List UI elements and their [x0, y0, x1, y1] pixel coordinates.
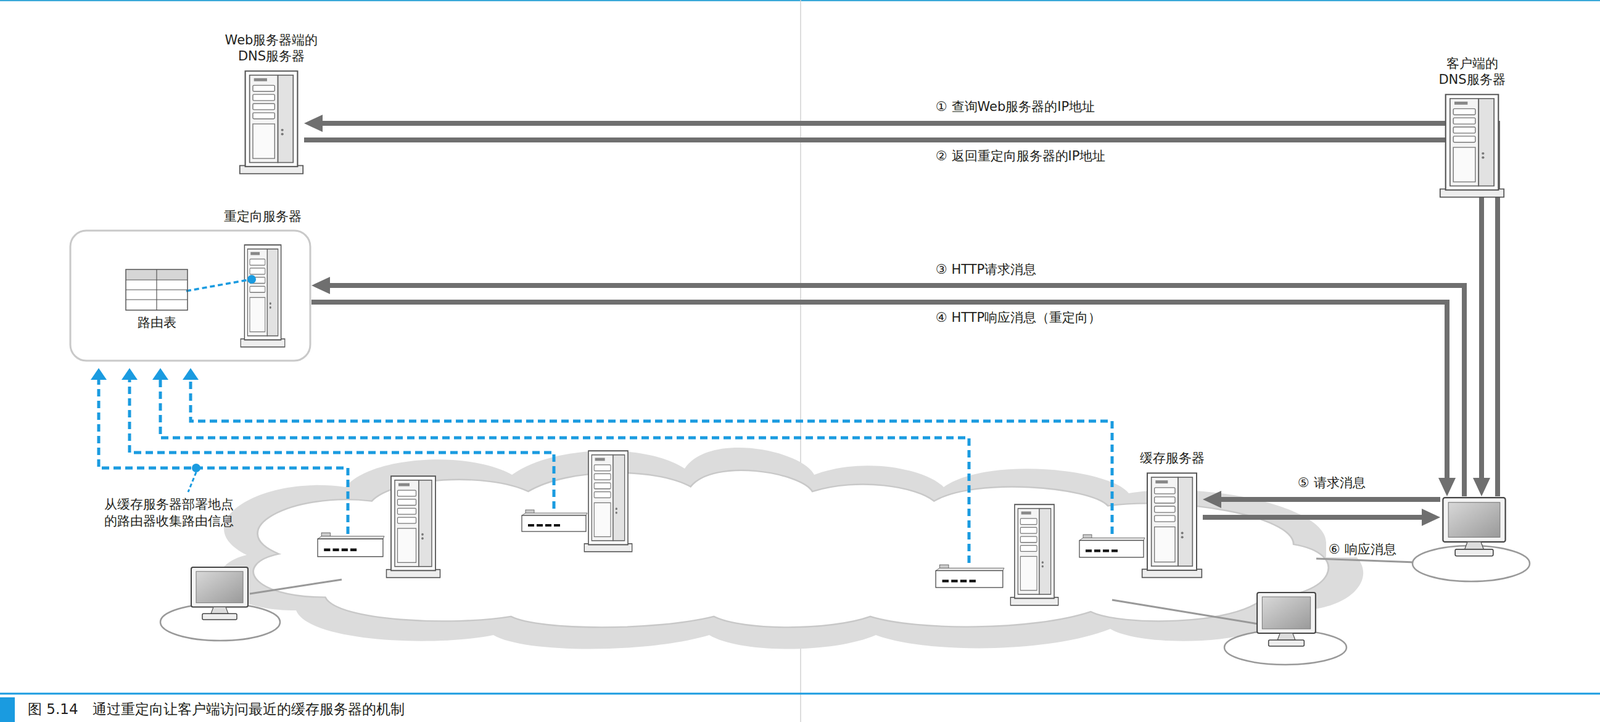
- arrow-head: [1202, 490, 1222, 509]
- node-label: 缓存服务器: [1139, 450, 1205, 467]
- arrow-head: [1438, 478, 1456, 497]
- redirect-server-box: 重定向服务器路由表: [69, 229, 312, 363]
- flow-arrow: [311, 302, 1456, 497]
- node-label: 路由表: [122, 314, 192, 331]
- edge-label: ① 查询Web服务器的IP地址: [933, 98, 1098, 115]
- arrow-line: [311, 302, 1448, 482]
- flow-arrow: [311, 276, 1465, 497]
- dns-server: 客户端的 DNS服务器: [1439, 92, 1506, 200]
- flow-arrow: [304, 114, 1498, 497]
- edge-label: ⑥ 响应消息: [1326, 541, 1399, 558]
- routing-table: 路由表: [122, 268, 192, 331]
- arrow-line: [304, 140, 1482, 482]
- server-icon: [238, 69, 305, 176]
- table-icon: [125, 268, 189, 311]
- edge-label: ③ HTTP请求消息: [933, 261, 1039, 278]
- arrow-head: [311, 276, 330, 295]
- node-label: Web服务器端的 DNS服务器: [209, 32, 334, 65]
- arrow-line: [320, 123, 1499, 497]
- flow-arrow: [1202, 508, 1441, 527]
- arrow-head: [304, 114, 323, 132]
- client-pc: [1440, 496, 1509, 559]
- server-icon: [1141, 471, 1203, 580]
- pc-icon: [1440, 496, 1509, 559]
- figure-caption: 图 5.14 通过重定向让客户端访问最近的缓存服务器的机制: [27, 700, 405, 720]
- arrow-head: [1472, 478, 1491, 497]
- node-label: 客户端的 DNS服务器: [1429, 55, 1516, 89]
- edge-label: ④ HTTP响应消息（重定向）: [933, 309, 1104, 326]
- edge-label: ② 返回重定向服务器的IP地址: [933, 148, 1108, 165]
- cache-server: 缓存服务器: [1141, 471, 1203, 580]
- redirect-frame: [69, 229, 312, 363]
- arrow-line: [1202, 515, 1425, 520]
- flow-arrow: [1202, 490, 1441, 509]
- dns-server: Web服务器端的 DNS服务器: [238, 69, 305, 176]
- node-label: 重定向服务器: [223, 208, 302, 225]
- server-icon: [1439, 92, 1506, 200]
- flow-arrow: [304, 140, 1491, 497]
- arrow-line: [327, 285, 1465, 497]
- callout-note: 从缓存服务器部署地点 的路由器收集路由信息: [94, 496, 244, 531]
- edge-label: ⑤ 请求消息: [1295, 474, 1369, 491]
- arrow-line: [1218, 497, 1441, 503]
- arrow-head: [1421, 508, 1441, 527]
